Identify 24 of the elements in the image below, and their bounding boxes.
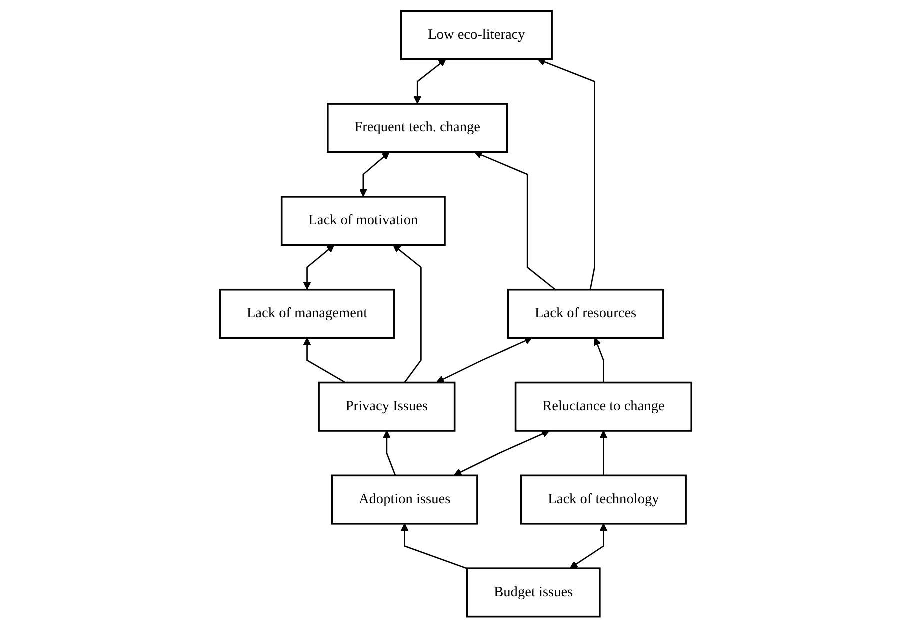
node-box: Frequent tech. change	[327, 103, 508, 154]
node-box: Privacy Issues	[318, 382, 456, 432]
arrow	[414, 59, 446, 104]
node-box: Lack of management	[219, 288, 396, 340]
arrow	[436, 337, 533, 384]
node-box: Lack of technology	[520, 474, 688, 525]
arrow	[538, 58, 596, 290]
node-box: Budget issues	[466, 568, 601, 618]
arrow	[393, 244, 422, 384]
arrow	[360, 152, 390, 197]
arrow	[570, 524, 608, 569]
arrow	[383, 430, 396, 476]
node-box: Low eco-literacy	[400, 10, 554, 60]
node-box: Reluctance to change	[515, 382, 693, 432]
arrow	[454, 430, 550, 476]
arrow	[600, 430, 608, 476]
node-box: Lack of resources	[507, 288, 664, 340]
arrow	[474, 151, 556, 290]
node-box: Adoption issues	[331, 474, 478, 525]
node-box: Lack of motivation	[281, 196, 446, 246]
arrow	[594, 338, 604, 383]
arrow	[401, 524, 468, 570]
arrow	[303, 244, 335, 290]
arrow	[303, 338, 346, 384]
